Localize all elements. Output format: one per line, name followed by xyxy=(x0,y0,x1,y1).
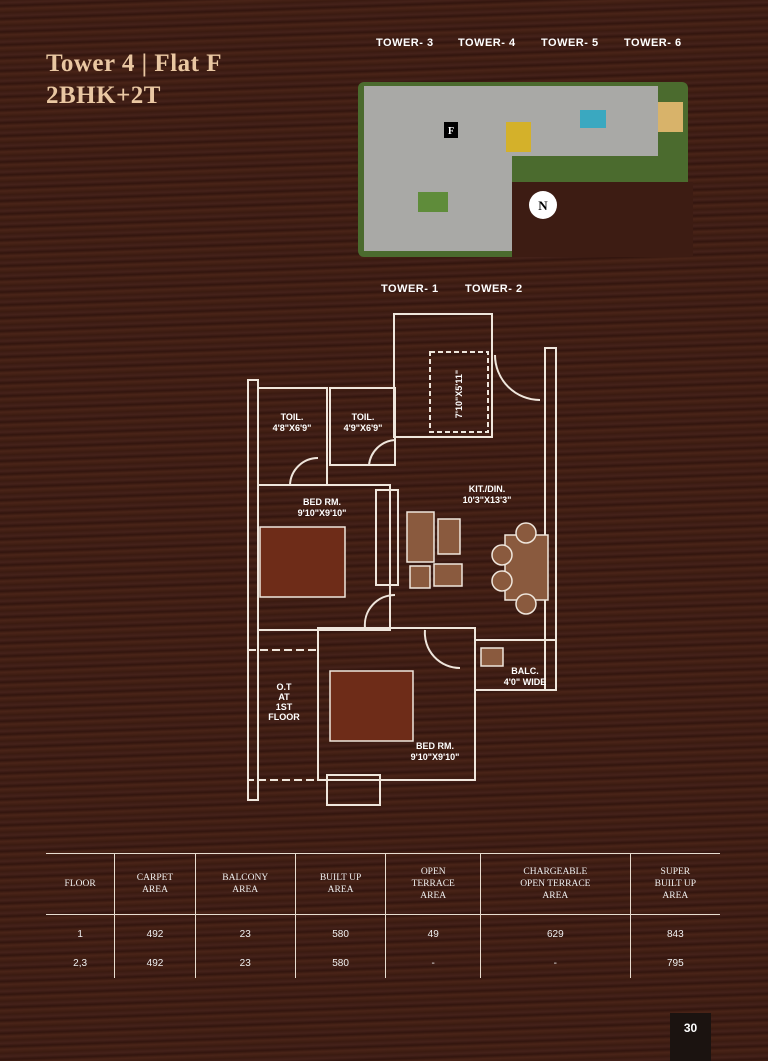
flat-type: 2BHK+2T xyxy=(46,82,161,109)
column-header: CARPET AREA xyxy=(114,853,196,915)
column-header: FLOOR xyxy=(46,853,115,915)
table-cell: 23 xyxy=(194,914,296,949)
table-cell: 49 xyxy=(385,914,481,949)
ot-label: O.T xyxy=(277,682,293,692)
table-cell: 580 xyxy=(294,914,386,949)
column-header: CHARGEABLE OPEN TERRACE AREA xyxy=(479,853,631,915)
header-line: FLOOR xyxy=(64,879,96,889)
table-cell: - xyxy=(479,949,631,978)
column-header: OPEN TERRACE AREA xyxy=(385,853,481,915)
toilet1-label: TOIL. xyxy=(281,412,304,422)
header-line: AREA xyxy=(662,891,689,901)
header-line: AREA xyxy=(420,891,447,901)
balcony-size: 4'0" WIDE xyxy=(504,677,546,687)
kitchen-label: KIT./DIN. xyxy=(469,484,506,494)
kitchen-size: 10'3"X13'3" xyxy=(463,495,512,505)
header-line: AREA xyxy=(232,885,259,895)
table-cell: 492 xyxy=(114,914,196,949)
tower-label: TOWER- 4 xyxy=(458,37,516,49)
table-cell: 580 xyxy=(294,949,386,978)
table-cell: 795 xyxy=(629,949,720,978)
toilet2-size: 4'9"X6'9" xyxy=(344,423,383,433)
flat-marker-label: F xyxy=(448,126,454,137)
bed1-label: BED RM. xyxy=(303,497,341,507)
ot-label: FLOOR xyxy=(268,712,300,722)
header-line: SUPER xyxy=(660,867,691,877)
table-cell: 23 xyxy=(194,949,296,978)
north-icon: N xyxy=(538,198,548,213)
page-number: 30 xyxy=(670,1013,711,1061)
header-line: AREA xyxy=(142,885,168,895)
table-cell: 843 xyxy=(629,914,720,949)
tower-label: TOWER- 1 xyxy=(381,283,439,295)
column-header: SUPER BUILT UP AREA xyxy=(629,853,720,915)
balcony-label: BALC. xyxy=(511,666,539,676)
table-cell: - xyxy=(385,949,481,978)
header-line: BUILT UP xyxy=(654,879,697,889)
table-cell: 492 xyxy=(114,949,196,978)
header-line: OPEN TERRACE xyxy=(520,879,591,889)
tower-label: TOWER- 6 xyxy=(624,37,682,49)
table-cell: 1 xyxy=(77,929,83,940)
bed1-size: 9'10"X9'10" xyxy=(298,508,347,518)
terrace-size: 7'10"X5'11" xyxy=(454,370,464,418)
header-line: CARPET xyxy=(136,873,174,883)
tower-label: TOWER- 2 xyxy=(465,283,523,295)
column-header: BUILT UP AREA xyxy=(294,853,386,915)
header-line: BALCONY xyxy=(222,873,269,883)
column-header: BALCONY AREA xyxy=(194,853,296,915)
table-cell: 629 xyxy=(479,914,631,949)
toilet2-label: TOIL. xyxy=(352,412,375,422)
tower-label: TOWER- 5 xyxy=(541,37,599,49)
header-line: BUILT UP xyxy=(319,873,362,883)
flat-marker xyxy=(444,122,458,138)
site-plan: F N xyxy=(358,82,693,257)
toilet1-size: 4'8"X6'9" xyxy=(273,423,312,433)
header-line: AREA xyxy=(327,885,354,895)
bed2-size: 9'10"X9'10" xyxy=(411,752,460,762)
ot-label: 1ST xyxy=(276,702,293,712)
table-cell: 2,3 xyxy=(73,958,88,969)
bed2-label: BED RM. xyxy=(416,741,454,751)
tower-label: TOWER- 3 xyxy=(376,37,434,49)
header-line: AREA xyxy=(542,891,569,901)
ot-label: AT xyxy=(278,692,290,702)
header-line: OPEN xyxy=(420,867,446,877)
header-line: TERRACE xyxy=(411,879,455,889)
page-title: Tower 4 | Flat F xyxy=(46,50,222,77)
header-line: CHARGEABLE xyxy=(523,867,588,877)
